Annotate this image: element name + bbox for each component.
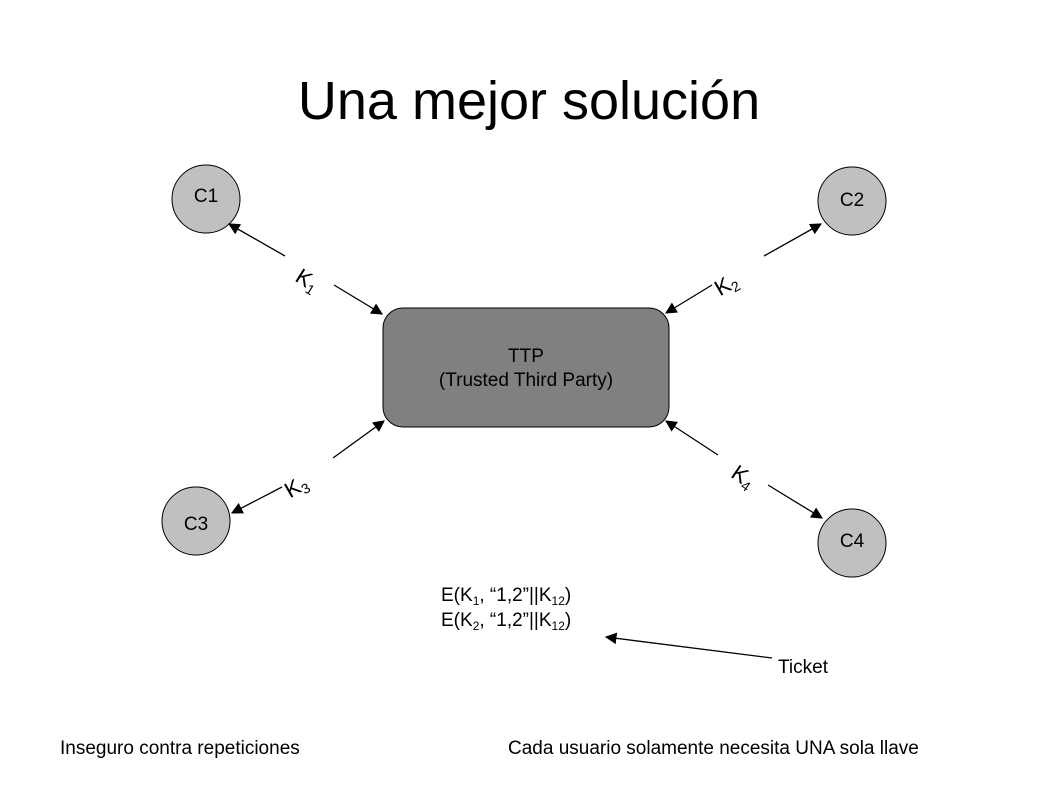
client-label-c3: C3 bbox=[183, 514, 209, 535]
ticket-label: Ticket bbox=[778, 657, 828, 678]
client-node-c4 bbox=[817, 508, 887, 578]
ttp-subtitle: (Trusted Third Party) bbox=[438, 370, 614, 391]
client-label-c4: C4 bbox=[839, 531, 865, 552]
edge-c1-ttp-arrow bbox=[333, 284, 384, 315]
edge-c3-arrow bbox=[230, 486, 283, 514]
edge-c1-arrow bbox=[227, 223, 286, 257]
footer-right-note: Cada usuario solamente necesita UNA sola… bbox=[508, 738, 919, 759]
encrypted-message-1: E(K1, “1,2”||K12) bbox=[441, 585, 572, 608]
client-node-c1 bbox=[171, 164, 241, 234]
client-label-c2: C2 bbox=[839, 190, 865, 211]
edge-c2-arrow bbox=[763, 223, 823, 257]
encrypted-message-2: E(K2, “1,2”||K12) bbox=[441, 610, 572, 633]
edge-c3-ttp-arrow bbox=[332, 420, 385, 459]
client-node-c2 bbox=[817, 166, 887, 236]
client-label-c1: C1 bbox=[193, 186, 219, 207]
edge-c2-ttp-arrow bbox=[665, 284, 713, 314]
client-node-c3 bbox=[161, 486, 231, 556]
edge-c4-ttp-arrow bbox=[665, 420, 719, 456]
ttp-label: TTP (Trusted Third Party) bbox=[383, 345, 669, 393]
slide-title: Una mejor solución bbox=[297, 71, 761, 131]
edge-c4-arrow bbox=[767, 484, 823, 519]
ttp-box bbox=[382, 307, 670, 428]
ttp-title: TTP bbox=[508, 346, 544, 367]
footer-left-note: Inseguro contra repeticiones bbox=[60, 738, 300, 759]
ticket-pointer-arrow bbox=[604, 632, 773, 659]
